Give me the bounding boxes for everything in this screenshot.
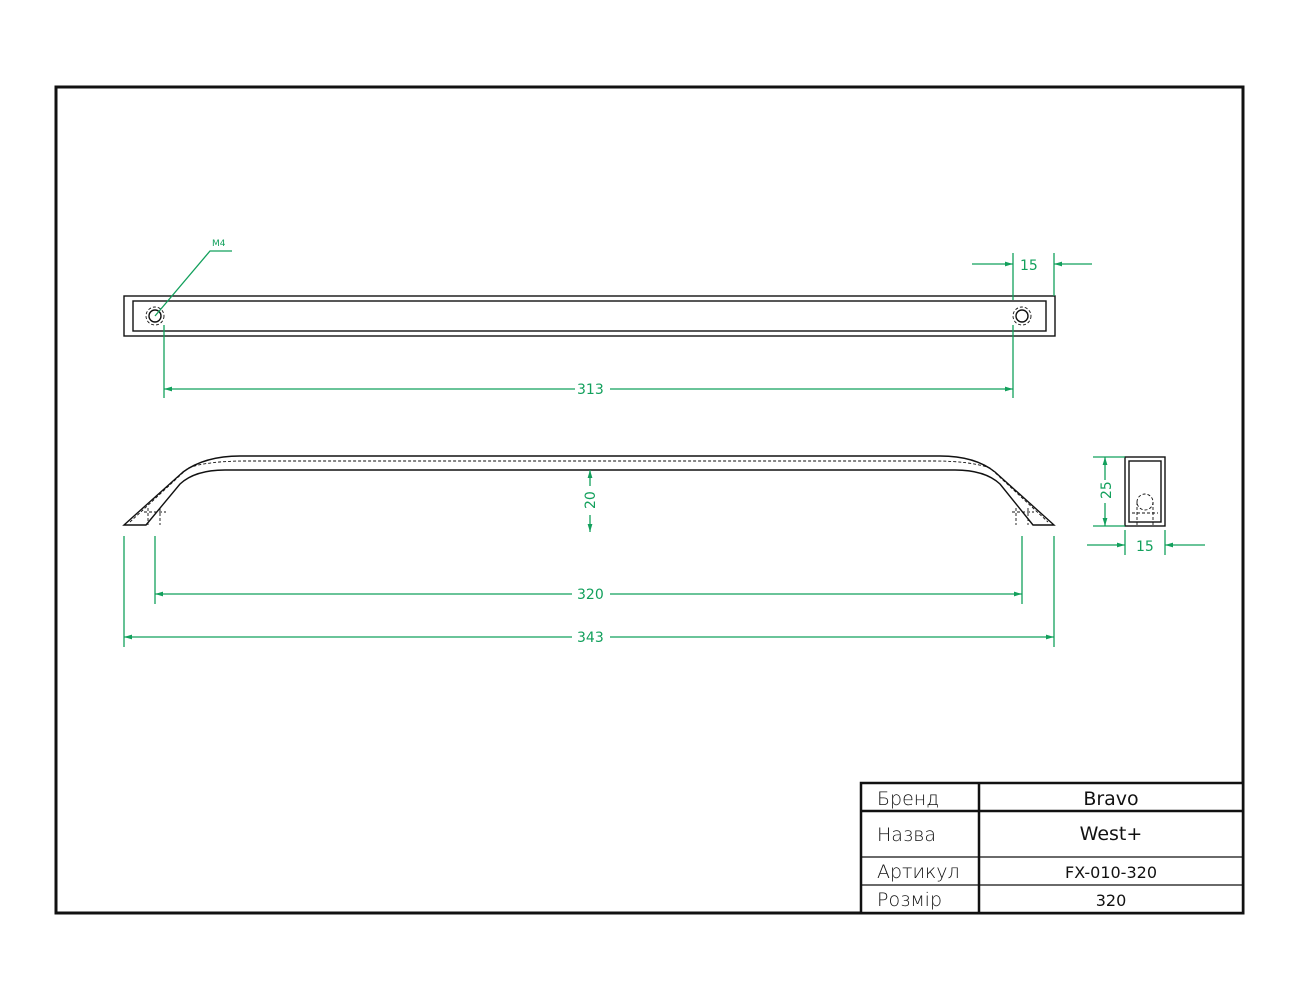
title-block-value-size: 320	[1096, 891, 1127, 910]
title-block-label-brand: Бренд	[877, 788, 939, 810]
dim-hole-spacing-top: 313	[577, 382, 604, 398]
title-block-value-brand: Bravo	[1083, 788, 1138, 810]
dim-overall-length: 343	[577, 630, 604, 646]
mount-hole-left	[145, 306, 165, 326]
title-block-label-size: Розмір	[877, 889, 942, 911]
top-view: M4 15 313	[123, 239, 1092, 398]
dim-side-height: 25	[1099, 481, 1115, 499]
drawing-frame	[54, 85, 1245, 915]
title-block-label-article: Артикул	[877, 861, 960, 883]
thread-label: M4	[212, 239, 226, 249]
title-block-value-article: FX-010-320	[1065, 863, 1157, 882]
mount-hole-right	[1012, 306, 1032, 326]
title-block-value-name: West+	[1080, 823, 1143, 845]
dim-top-end-offset: 15	[1020, 258, 1038, 274]
front-view: 20 320 343	[122, 455, 1056, 647]
dim-side-width: 15	[1136, 539, 1154, 555]
title-block: Бренд Bravo Назва West+ Артикул FX-010-3…	[859, 781, 1245, 915]
side-view: 25 15	[1087, 456, 1205, 555]
dim-height: 20	[583, 491, 599, 509]
dim-hole-spacing: 320	[577, 587, 604, 603]
title-block-label-name: Назва	[877, 824, 936, 846]
